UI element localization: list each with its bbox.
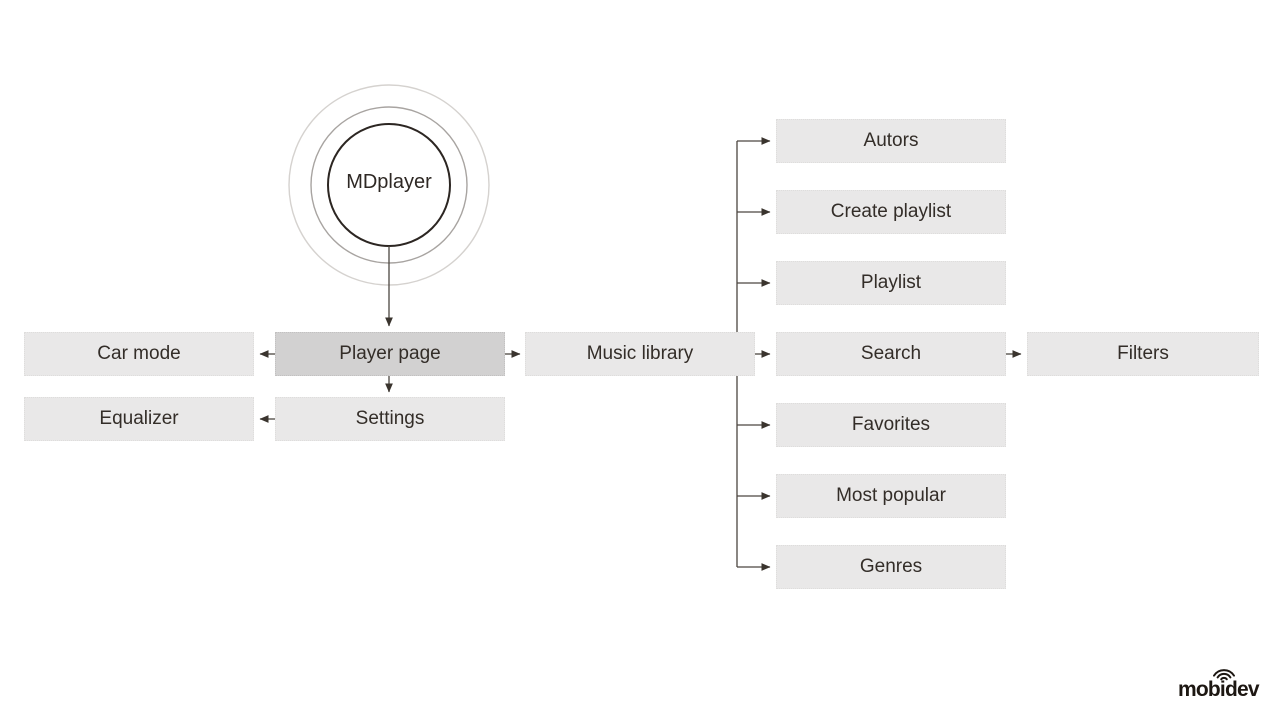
node-search-label: Search bbox=[860, 343, 922, 364]
node-create-playlist: Create playlist bbox=[776, 190, 1006, 234]
node-most-popular: Most popular bbox=[776, 474, 1006, 518]
node-autors-label: Autors bbox=[863, 130, 919, 151]
node-mdplayer-root: MDplayer bbox=[346, 171, 432, 193]
node-playlist-label: Playlist bbox=[860, 272, 922, 293]
node-favorites: Favorites bbox=[776, 403, 1006, 447]
node-most-popular-label: Most popular bbox=[836, 485, 946, 506]
node-music-library: Music library bbox=[525, 332, 755, 376]
mobidev-logo: mobidev bbox=[1178, 668, 1264, 704]
node-settings-label: Settings bbox=[355, 408, 425, 429]
node-favorites-label: Favorites bbox=[851, 414, 931, 435]
node-search: Search bbox=[776, 332, 1006, 376]
node-settings: Settings bbox=[275, 397, 505, 441]
mobidev-logo-text: mobidev bbox=[1178, 678, 1260, 701]
node-playlist: Playlist bbox=[776, 261, 1006, 305]
node-genres-label: Genres bbox=[859, 556, 923, 577]
node-player-page-label: Player page bbox=[339, 343, 441, 364]
node-genres: Genres bbox=[776, 545, 1006, 589]
node-car-mode-label: Car mode bbox=[97, 343, 181, 364]
node-player-page: Player page bbox=[275, 332, 505, 376]
node-filters-label: Filters bbox=[1117, 343, 1169, 364]
mobidev-logo-arcs-icon bbox=[1213, 669, 1235, 681]
node-autors: Autors bbox=[776, 119, 1006, 163]
node-music-library-label: Music library bbox=[586, 343, 694, 364]
node-filters: Filters bbox=[1027, 332, 1259, 376]
node-equalizer: Equalizer bbox=[24, 397, 254, 441]
node-equalizer-label: Equalizer bbox=[99, 408, 179, 429]
node-car-mode: Car mode bbox=[24, 332, 254, 376]
node-create-playlist-label: Create playlist bbox=[830, 201, 952, 222]
